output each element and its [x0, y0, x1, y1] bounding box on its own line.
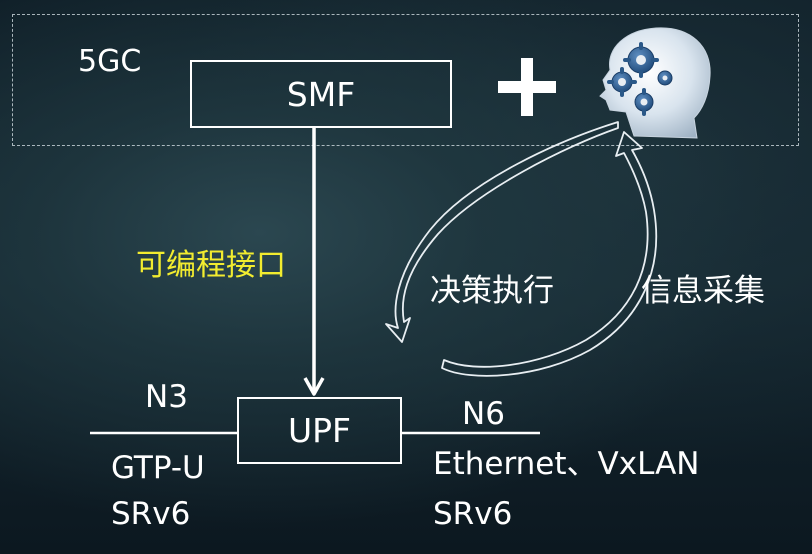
programmable-interface-arrow: [303, 128, 325, 396]
decision-execution-label: 决策执行: [430, 273, 554, 309]
ai-head-gears-icon: [599, 27, 711, 139]
collection-arrow: [441, 131, 658, 377]
upf-box: UPF: [237, 397, 402, 464]
smf-label: SMF: [286, 74, 356, 114]
n3-label: N3: [145, 379, 188, 415]
upf-label: UPF: [287, 411, 352, 450]
5gc-frame: [12, 14, 799, 146]
programmable-interface-label: 可编程接口: [136, 248, 286, 283]
info-collection-label: 信息采集: [641, 273, 765, 309]
n6-protocol-ethernet-vxlan: Ethernet、VxLAN: [433, 446, 700, 482]
n3-protocol-srv6: SRv6: [111, 496, 191, 532]
n6-label: N6: [462, 396, 505, 432]
n6-protocol-srv6: SRv6: [433, 496, 513, 532]
plus-sign: [498, 58, 556, 116]
smf-box: SMF: [190, 60, 452, 128]
decision-arrow: [385, 121, 619, 343]
5gc-label: 5GC: [78, 44, 142, 79]
n3-protocol-gtpu: GTP-U: [111, 450, 205, 486]
